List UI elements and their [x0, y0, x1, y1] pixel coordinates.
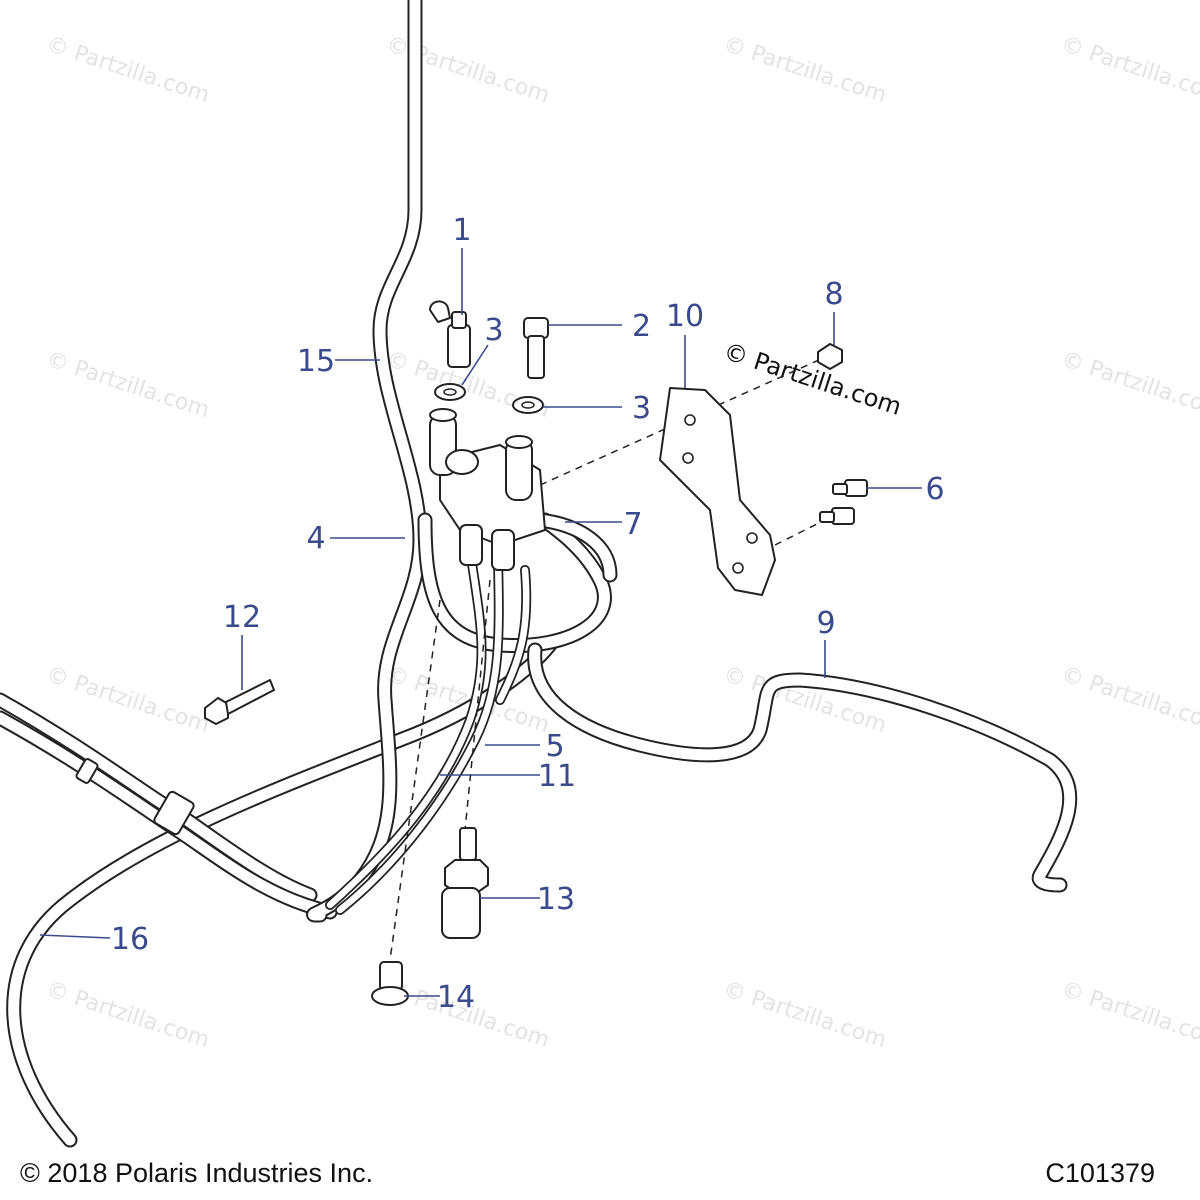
bolts-6 — [819, 479, 868, 525]
figure-code: C101379 — [1045, 1158, 1155, 1188]
watermark-text: © Partzilla.com — [43, 32, 212, 108]
sealing-washer-3b-hole — [521, 401, 535, 409]
junction-boss — [445, 449, 479, 475]
dash-line — [389, 599, 441, 961]
bracket-hole — [684, 414, 696, 426]
brake-line-5-inner — [326, 546, 485, 909]
fitting-body — [379, 961, 403, 991]
bleeder-valve-1 — [429, 300, 471, 368]
hose-layer — [0, 0, 1078, 1148]
callout-5: 5 — [545, 729, 564, 764]
bleeder-tip — [451, 311, 467, 329]
bleeder-cap — [429, 300, 451, 323]
callout-labels: 1 2 3 3 4 5 6 7 8 9 10 11 12 13 14 15 16 — [111, 213, 945, 1015]
bolt-12-shank — [225, 679, 275, 715]
brake-line-4-inner — [308, 0, 426, 921]
brake-line-7-inner — [534, 514, 616, 581]
bracket-hole — [682, 452, 694, 464]
callout-14: 14 — [437, 980, 475, 1015]
bolt-head — [844, 479, 868, 497]
bleeder-body — [447, 324, 471, 368]
callout-9: 9 — [816, 606, 835, 641]
brake-line-9-inner — [529, 644, 1076, 891]
junction-lower-port-2 — [491, 529, 515, 571]
leader-lines — [39, 248, 922, 997]
callout-8: 8 — [824, 277, 843, 312]
sealing-washer-3a-hole — [443, 388, 457, 396]
brake-junction-block — [429, 408, 546, 571]
callout-7: 7 — [623, 507, 642, 542]
watermark-text: © Partzilla.com — [720, 977, 889, 1053]
bolt-shank — [832, 483, 848, 495]
watermark-center: © Partzilla.com — [720, 337, 905, 421]
junction-port-right-top — [505, 435, 533, 449]
fitting-flange — [371, 986, 409, 1006]
mounting-bracket-10 — [659, 387, 776, 596]
callout-12: 12 — [223, 600, 261, 635]
bracket-plate — [659, 387, 776, 596]
brake-line-aux-inner — [496, 566, 530, 704]
leader-16 — [39, 934, 111, 939]
callout-4: 4 — [306, 521, 325, 556]
brake-line-11-inner — [336, 556, 503, 914]
bolt-12-head — [204, 697, 229, 725]
nut-body — [817, 343, 843, 370]
watermark-text: © Partzilla.com — [1058, 977, 1200, 1053]
callout-10: 10 — [666, 299, 704, 334]
callout-2: 2 — [632, 309, 651, 344]
watermark-layer: © Partzilla.com © Partzilla.com © Partzi… — [43, 32, 1200, 1053]
switch-tip — [459, 827, 477, 861]
bracket-hole — [732, 562, 744, 574]
watermark-text: © Partzilla.com — [43, 347, 212, 423]
callout-16: 16 — [111, 922, 149, 957]
line-clip-small — [75, 758, 99, 784]
line-clip — [75, 758, 195, 836]
line-clip-body — [153, 790, 195, 836]
watermark-text: © Partzilla.com — [1058, 347, 1200, 423]
callout-3b: 3 — [632, 391, 651, 426]
nut-8 — [817, 343, 843, 370]
callout-1: 1 — [452, 213, 471, 248]
brake-line-15-loop-inner — [419, 514, 610, 652]
junction-port-left-top — [429, 408, 457, 422]
callout-6: 6 — [925, 472, 944, 507]
copyright-text: © 2018 Polaris Industries Inc. — [20, 1158, 373, 1188]
banjo-bolt-2 — [523, 317, 549, 379]
banjo-bolt-shank — [527, 335, 545, 379]
junction-lower-port — [459, 524, 483, 566]
leader-3a — [461, 344, 489, 386]
watermark-text: © Partzilla.com — [720, 32, 889, 108]
bolt-12 — [204, 679, 275, 725]
brake-switch-13 — [441, 827, 489, 939]
bolt-shank — [819, 511, 835, 523]
fitting-14 — [371, 961, 409, 1006]
switch-body — [441, 887, 481, 939]
callout-13: 13 — [537, 882, 575, 917]
callout-15: 15 — [297, 344, 335, 379]
bolt-head — [831, 507, 855, 525]
watermark-text: © Partzilla.com — [1058, 32, 1200, 108]
dash-line — [464, 579, 491, 831]
watermark-text: © Partzilla.com — [1058, 662, 1200, 738]
callout-3a: 3 — [484, 313, 503, 348]
callout-11: 11 — [538, 759, 576, 794]
bracket-hole — [746, 532, 758, 544]
watermark-text: © Partzilla.com — [43, 662, 212, 738]
watermark-text: © Partzilla.com — [43, 977, 212, 1053]
